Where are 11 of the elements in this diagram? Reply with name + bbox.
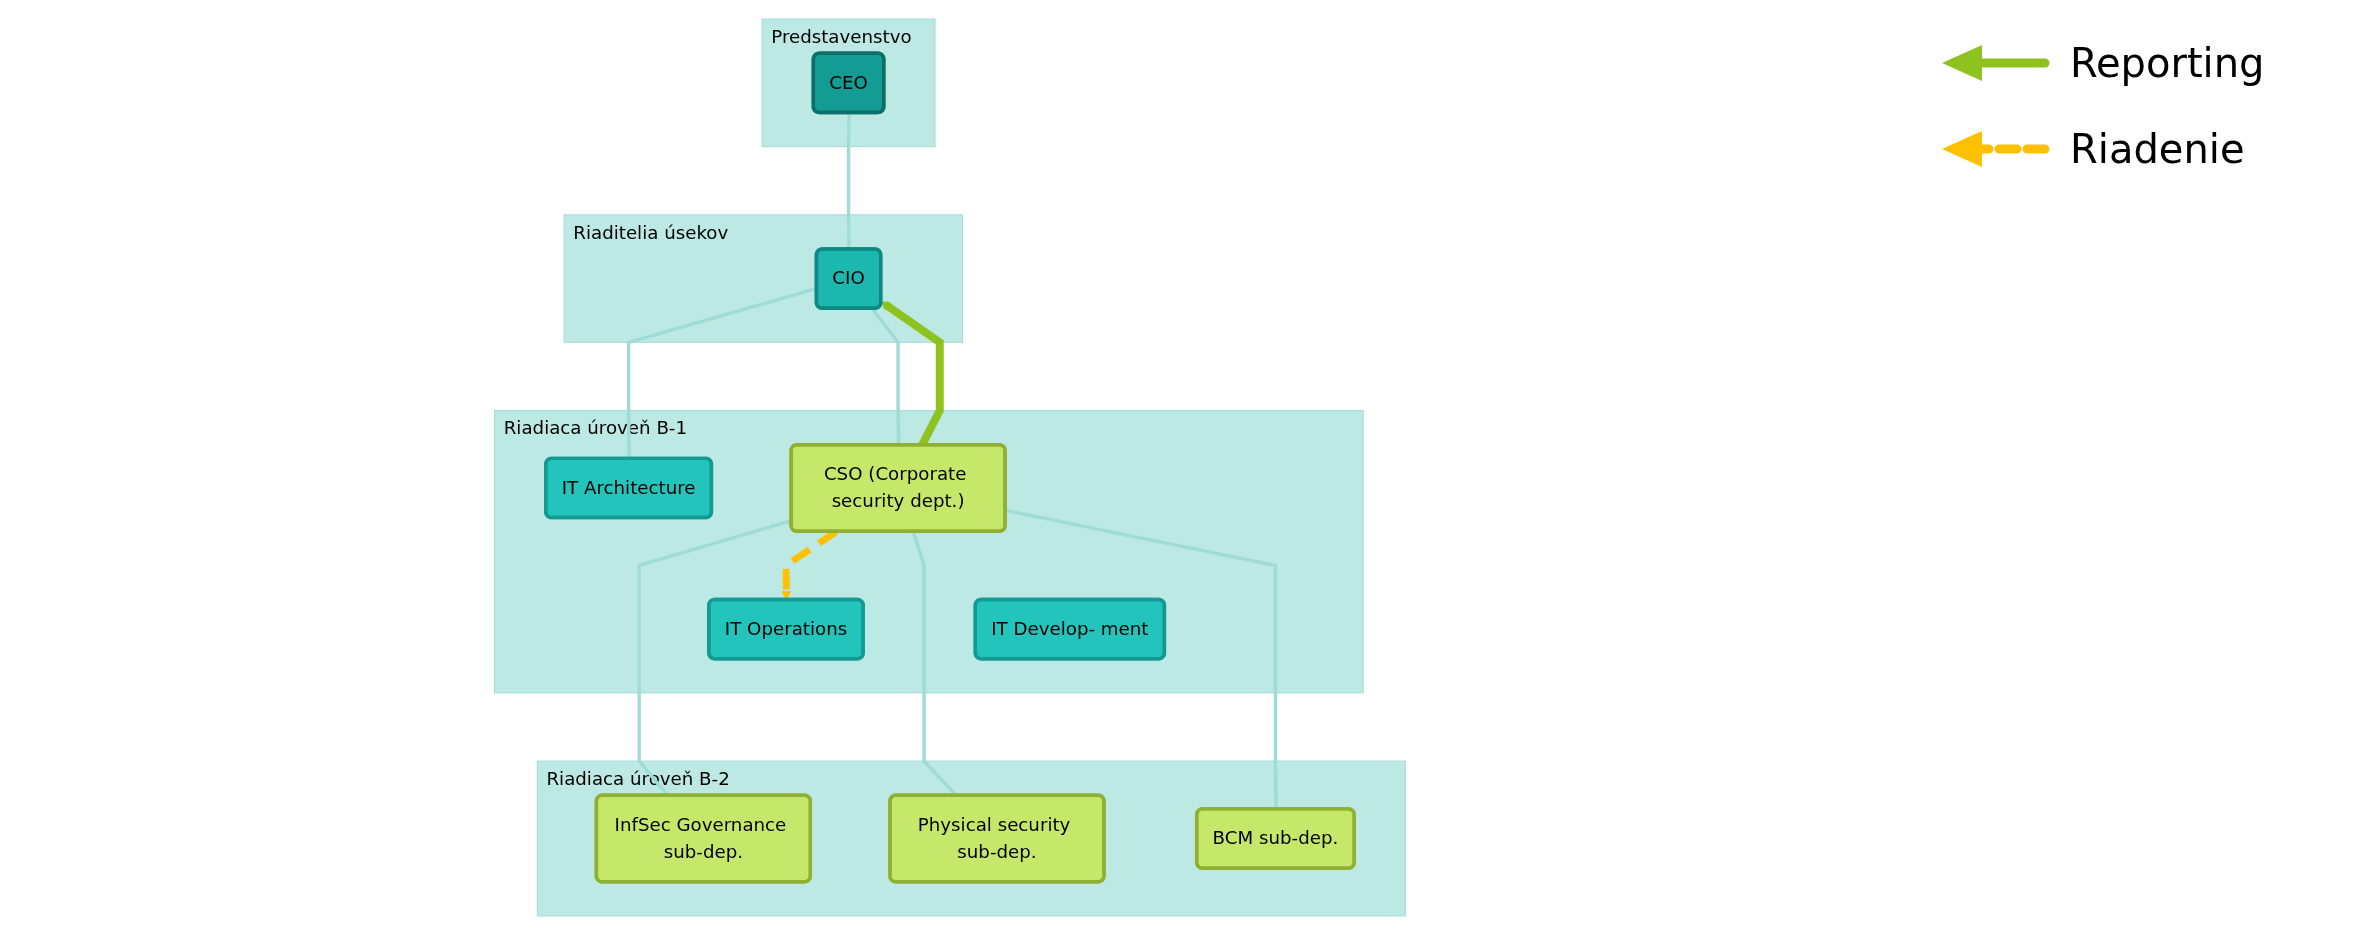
legend-label: Riadenie [2070, 126, 2245, 172]
org-box: IT Operations [707, 597, 865, 661]
org-box: BCM sub-dep. [1194, 807, 1356, 870]
org-box: CSO (Corporate security dept.) [789, 443, 1007, 533]
legend-label: Reporting [2070, 40, 2265, 86]
org-box: Physical security sub-dep. [888, 793, 1106, 884]
org-box: CEO [811, 51, 886, 115]
org-box: InfSec Governance sub-dep. [594, 793, 813, 884]
org-box: IT Develop- ment [973, 597, 1167, 661]
org-box: CIO [814, 247, 883, 310]
org-box: IT Architecture [544, 456, 714, 520]
